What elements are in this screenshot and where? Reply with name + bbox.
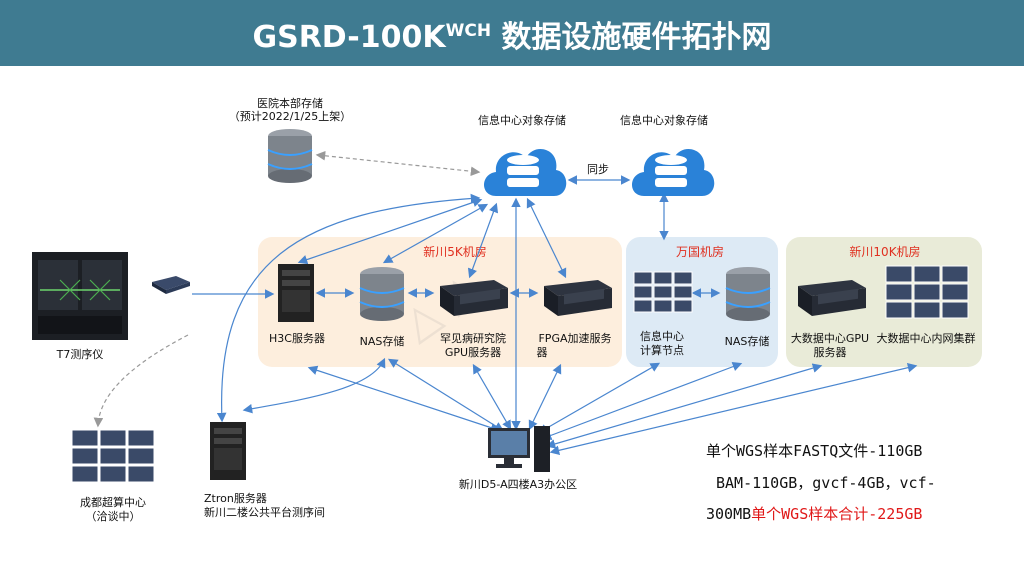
note-line-3-red: 单个WGS样本合计-225GB (751, 505, 923, 523)
t7-label: T7测序仪 (56, 348, 104, 361)
server-tower-icon (210, 422, 246, 480)
link-office-bigdata-gpu (545, 363, 823, 449)
hospital-storage-label: 医院本部存储 (257, 97, 323, 110)
link-office-naswg (541, 362, 743, 440)
room-label-wanguo: 万国机房 (675, 245, 724, 259)
sequencer-icon (32, 252, 128, 340)
info-compute-label: 信息中心 (640, 330, 684, 343)
object-storage-2-label: 信息中心对象存储 (620, 114, 708, 127)
nas-5k-label: NAS存储 (359, 335, 405, 348)
hospital-storage-sublabel: （预计2022/1/25上架） (228, 110, 352, 123)
link-office-cluster (549, 362, 918, 456)
link-office-fpga (528, 363, 562, 431)
database-icon (267, 129, 313, 183)
rack-server-icon (440, 280, 508, 316)
link-obj1-gpu (467, 202, 499, 279)
link-obj1-ztron (216, 193, 481, 423)
object-storage-1-label: 信息中心对象存储 (478, 114, 566, 127)
link-office-nas (387, 358, 505, 432)
sync-label: 同步 (587, 163, 609, 176)
link-obj1-fpga (526, 197, 567, 279)
cloud-database-icon (484, 148, 567, 196)
h3c-label: H3C服务器 (269, 332, 325, 345)
note-line-2: BAM-110GB，gvcf-4GB，vcf- (716, 474, 936, 492)
bigdata-cluster-label: 大数据中心内网集群 (876, 332, 976, 345)
note-line-3-black: 300MB (706, 505, 752, 523)
title-superscript: WCH (445, 21, 492, 41)
link-obj1-nas (382, 203, 489, 264)
rack-server-icon (798, 280, 866, 316)
chengdu-sublabel: （洽谈中） (85, 510, 141, 523)
nas-wanguo-label: NAS存储 (724, 335, 770, 348)
cluster-icon (71, 429, 155, 483)
room-label-10k: 新川10K机房 (849, 245, 921, 259)
bigdata-gpu-sublabel: 服务器 (813, 346, 847, 359)
note-line-1: 单个WGS样本FASTQ文件-110GB (706, 442, 923, 460)
ztron-sublabel: 新川二楼公共平台测序间 (204, 506, 325, 519)
network-switch-icon (152, 276, 190, 294)
page-title: GSRD-100KWCH 数据设施硬件拓扑网 (0, 12, 1024, 56)
ztron-label: Ztron服务器 (204, 492, 267, 505)
chengdu-label: 成都超算中心 (80, 496, 146, 509)
link-office-h3c (307, 365, 501, 433)
link-t7-chengdu (93, 334, 189, 428)
link-hospital-obj1 (315, 150, 481, 177)
info-compute-sublabel: 计算节点 (640, 344, 684, 357)
office-label: 新川D5-A四楼A3办公区 (458, 478, 578, 491)
link-ztron-nas (242, 357, 386, 414)
database-icon (359, 267, 405, 321)
fpga-sublabel: 器 (536, 346, 548, 359)
cloud-database-icon (632, 148, 715, 196)
server-tower-icon (278, 264, 314, 322)
title-bar (0, 0, 1024, 66)
rare-gpu-sublabel: GPU服务器 (444, 346, 502, 359)
rare-gpu-label: 罕见病研究院 (440, 332, 506, 345)
database-icon (725, 267, 771, 321)
cluster-icon (885, 265, 969, 319)
cluster-icon (633, 271, 693, 313)
note-line-3: 300MB单个WGS样本合计-225GB (706, 503, 922, 524)
title-rest: 数据设施硬件拓扑网 (491, 20, 772, 55)
link-office-gpu (472, 363, 512, 431)
title-main: GSRD-100K (252, 20, 446, 55)
link-office-compute (537, 362, 661, 434)
fpga-label: FPGA加速服务 (538, 332, 612, 345)
desktop-pc-icon (488, 426, 550, 472)
bigdata-gpu-label: 大数据中心GPU (790, 332, 870, 345)
rack-server-icon (544, 280, 612, 316)
